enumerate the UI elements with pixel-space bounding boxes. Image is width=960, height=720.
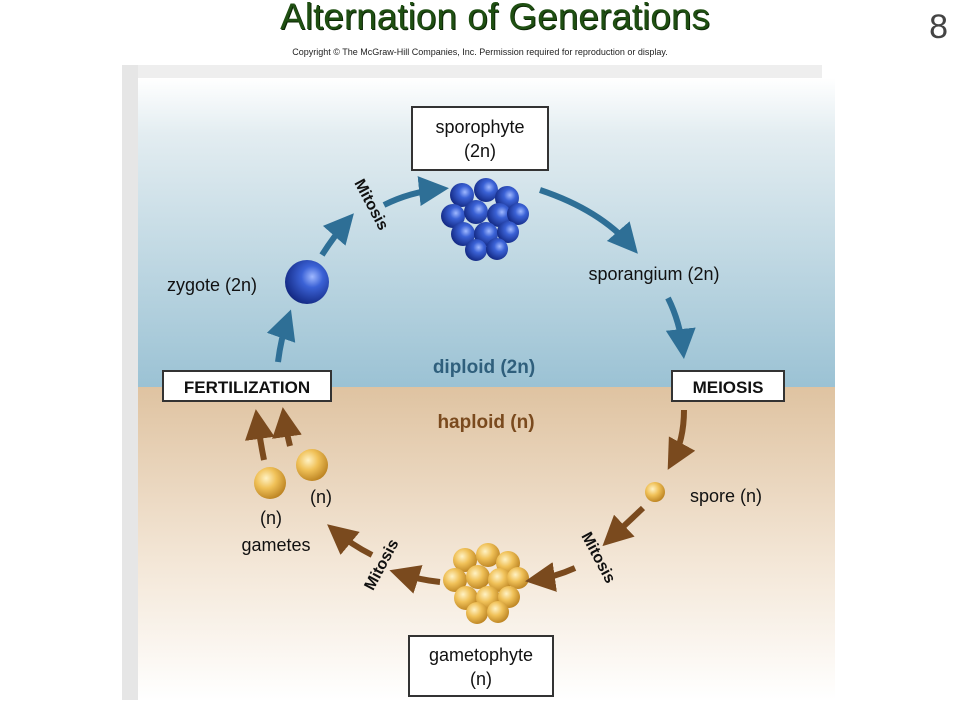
slide-number: 8 [929,8,948,46]
arrow-fertilization-to-zygote [266,309,296,363]
fertilization-box [162,370,332,402]
arrow-spore-to-mitosis [602,505,646,547]
fertilization-label: FERTILIZATION [184,378,310,397]
haploid-label: haploid (n) [437,412,534,433]
arrow-mitosis-to-gametes [327,524,374,558]
zygote-label: zygote (2n) [167,275,257,295]
gametophyte-cell-cluster [443,543,529,624]
sporophyte-cell-cluster [441,178,529,261]
figure-left-shade [122,65,138,700]
sporophyte-ploidy: (2n) [464,141,496,161]
slide-title: Alternation of Generations [280,0,710,37]
figure-top-shade [122,65,822,80]
sporophyte-label: sporophyte [435,117,524,137]
arrow-mitosis-to-sporophyte [382,176,449,208]
spore-cell [645,482,665,502]
arrow-gamete-right-to-fertilization [272,407,302,447]
arrow-meiosis-to-spore [667,409,696,470]
arrow-sporangium-to-meiosis [665,296,696,359]
arrow-gamete-left-to-fertilization [244,409,275,461]
sporangium-label: sporangium (2n) [588,264,719,284]
gamete-ploidy-left: (n) [260,508,282,528]
gametophyte-box [408,635,554,697]
gametes-label: gametes [241,535,310,555]
arrow-zygote-to-mitosis [319,213,354,257]
copyright-notice: Copyright © The McGraw-Hill Companies, I… [292,47,668,57]
sporophyte-box [411,106,549,171]
diploid-label: diploid (2n) [433,357,535,378]
gametophyte-label: gametophyte [429,645,533,665]
gamete-cell-left [254,467,286,499]
gamete-ploidy-right: (n) [310,487,332,507]
gamete-cell-right [296,449,328,481]
meiosis-label: MEIOSIS [693,378,764,397]
zygote-cell [285,260,329,304]
arrow-mitosis-to-gametophyte [525,562,577,592]
arrow-gametophyte-to-mitosis [389,565,441,594]
spore-label: spore (n) [690,486,762,506]
gametophyte-ploidy: (n) [470,669,492,689]
arrow-sporophyte-to-sporangium [539,187,638,254]
meiosis-box [671,370,785,402]
